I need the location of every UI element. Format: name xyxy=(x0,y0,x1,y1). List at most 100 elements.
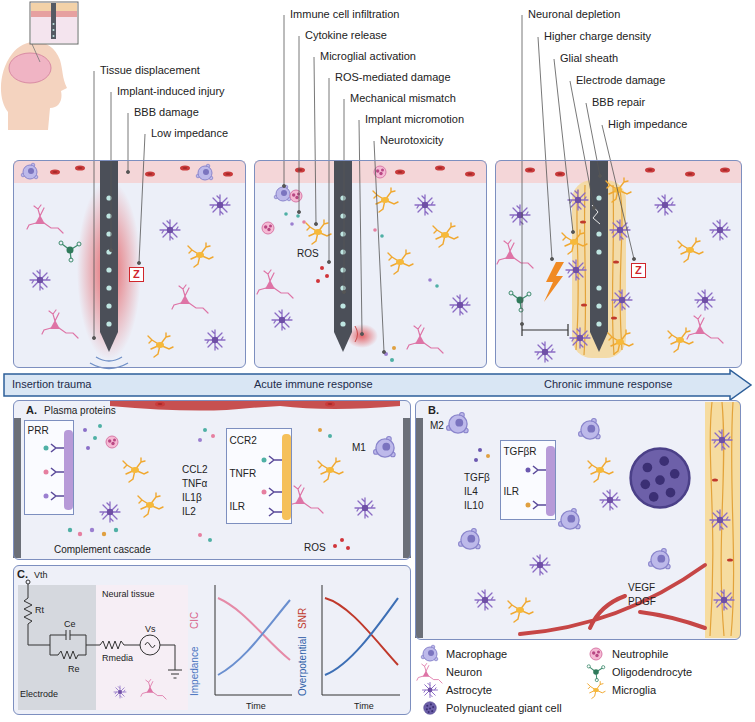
panel-a xyxy=(325,401,335,406)
panel-acute xyxy=(340,303,345,308)
leader-line xyxy=(92,15,635,354)
node-text: TNFR xyxy=(230,467,257,480)
panel-acute xyxy=(274,185,291,201)
panel-chronic xyxy=(613,260,619,263)
node-text: Impedance xyxy=(189,647,201,696)
callout-label: Glial sheath xyxy=(560,52,618,65)
panel-acute xyxy=(302,220,306,224)
callout-label: Higher charge density xyxy=(544,30,651,43)
panel-acute xyxy=(388,250,413,274)
legend-icons xyxy=(423,683,438,698)
callout-label: Neurotoxicity xyxy=(380,134,444,147)
panel-acute xyxy=(340,267,345,272)
panel-acute xyxy=(428,278,432,282)
panel-a xyxy=(110,400,400,411)
panel-b xyxy=(710,510,730,530)
panel-c xyxy=(13,565,411,715)
panel-insertion xyxy=(59,241,81,262)
panel-insertion xyxy=(160,220,180,240)
panel-acute xyxy=(254,160,487,368)
panel-b xyxy=(526,503,531,508)
node-text: B. xyxy=(428,404,439,417)
head-icon xyxy=(9,53,51,83)
node-text: Chronic immune response xyxy=(544,378,672,391)
receptor-inset: TGFβRILR xyxy=(500,440,556,520)
panel-b xyxy=(714,590,734,610)
node-text: CCL2 xyxy=(182,463,208,476)
panel-b xyxy=(508,598,533,622)
head-icon xyxy=(53,23,55,25)
panel-acute xyxy=(373,228,377,232)
panel-b xyxy=(475,590,495,610)
panel-chronic xyxy=(645,167,655,172)
panel-b xyxy=(459,529,481,550)
panel-insertion xyxy=(50,169,60,174)
panel-insertion xyxy=(205,330,225,350)
leader-line xyxy=(360,332,363,335)
node-text: Time xyxy=(354,700,374,713)
panel-b xyxy=(526,468,531,473)
panel-chronic xyxy=(581,303,587,306)
callout-label: Mechanical mismatch xyxy=(350,92,456,105)
panel-acute xyxy=(284,212,288,216)
leader-line xyxy=(126,170,129,173)
legend-label: Astrocyte xyxy=(446,684,492,697)
legend-icons xyxy=(424,702,437,715)
panel-chronic xyxy=(496,161,741,183)
panel-chronic xyxy=(612,290,632,310)
panel-chronic xyxy=(678,238,703,262)
callout-label: Immune cell infiltration xyxy=(290,8,399,21)
leader-line xyxy=(282,184,285,187)
panel-acute xyxy=(392,346,396,350)
panel-chronic xyxy=(570,328,590,348)
panel-chronic xyxy=(566,260,586,280)
panel-acute xyxy=(334,332,352,352)
panel-insertion xyxy=(106,303,111,308)
panel-a xyxy=(208,538,212,542)
panel-c xyxy=(325,598,398,675)
panel-a xyxy=(333,544,337,548)
panel-b xyxy=(705,402,740,638)
stage-panel: Z xyxy=(495,160,742,368)
panel-a xyxy=(262,490,267,495)
panel-a xyxy=(13,418,21,558)
panel-b xyxy=(712,478,718,481)
panel-b xyxy=(588,458,613,482)
panel-chronic xyxy=(522,324,568,336)
node-text: M1 xyxy=(352,441,366,454)
panel-b xyxy=(486,454,490,458)
panel-chronic xyxy=(695,290,715,310)
legend-icons xyxy=(588,682,606,699)
leader-line xyxy=(327,260,330,263)
panel-a xyxy=(318,458,343,482)
panel-acute xyxy=(340,213,345,218)
panel-acute xyxy=(355,326,358,342)
panel-b xyxy=(415,400,741,640)
stage-panel: ROS xyxy=(254,160,487,368)
panel-a xyxy=(68,528,72,532)
panel-acute xyxy=(415,195,435,215)
panel-acute xyxy=(435,165,445,170)
leader-line xyxy=(550,257,553,260)
panel-acute xyxy=(340,249,345,254)
panel-insertion xyxy=(145,171,155,176)
node-text: Ce xyxy=(64,618,76,631)
node-text: TGFβ xyxy=(464,471,490,484)
circuit-panel: C.VthRtCeVsRmediaReElectrodeNeural tissu… xyxy=(13,565,411,715)
panel-b xyxy=(533,466,546,474)
panel-a xyxy=(13,400,411,560)
panel-a xyxy=(100,502,120,522)
panel-a xyxy=(203,428,207,432)
panel-chronic xyxy=(596,195,601,200)
leader-line xyxy=(571,230,574,233)
panel-c xyxy=(96,585,188,710)
panel-insertion xyxy=(106,285,111,290)
leader-line xyxy=(137,261,140,264)
panel-chronic xyxy=(544,262,564,302)
panel-insertion xyxy=(106,321,111,326)
panel-a xyxy=(269,456,282,464)
panel-a xyxy=(114,528,118,532)
legend-icons xyxy=(590,648,602,660)
node-text: ROS xyxy=(297,247,319,260)
panel-a xyxy=(90,528,94,532)
